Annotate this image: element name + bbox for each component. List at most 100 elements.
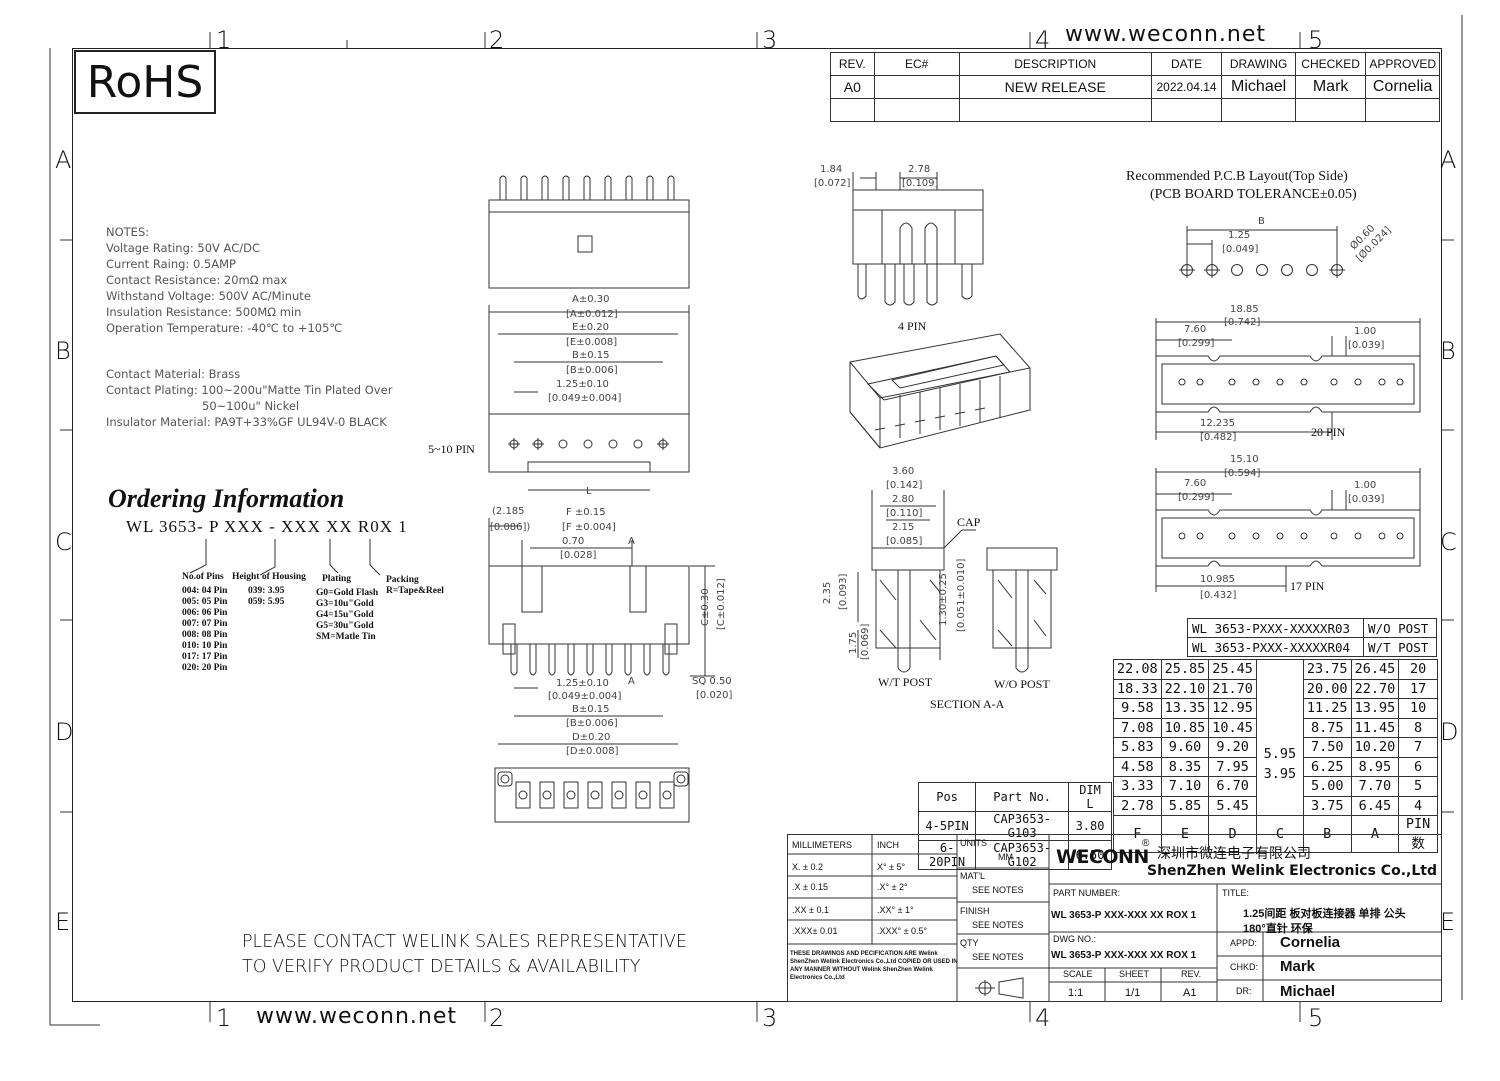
- dim-2185-inch: [0.086]): [490, 522, 530, 533]
- dim-pitch-bottom: 1.25±0.10: [556, 678, 609, 689]
- pcb20-dim-100: 1.00: [1354, 326, 1376, 337]
- pins-item: 017: 17 Pin: [182, 652, 228, 662]
- rev-label: REV.: [1181, 969, 1202, 979]
- pcb-dim-b: B: [1258, 216, 1265, 227]
- pcb-dim-125-inch: [0.049]: [1222, 244, 1259, 255]
- units-label: UNITS: [960, 838, 987, 848]
- height-item: 039: 3.95: [248, 586, 285, 596]
- dim-cell: 7.08: [1113, 717, 1162, 738]
- pcb17-dim-10985: 10.985: [1200, 574, 1235, 585]
- contact-notice: PLEASE CONTACT WELINK SALES REPRESENTATI…: [242, 930, 687, 980]
- packing-column: Packing R=Tape&Reel: [386, 575, 444, 597]
- pcb-dim-125: 1.25: [1228, 230, 1250, 241]
- notes-heading: NOTES:: [106, 225, 150, 239]
- zone-col-4-bottom: 4: [1035, 1004, 1051, 1032]
- chkd-label: CHKD:: [1230, 962, 1259, 972]
- zone-row-a: A: [55, 146, 72, 174]
- post-type: W/T POST: [1363, 637, 1437, 657]
- dim-cell: 7.50: [1302, 737, 1352, 758]
- dim-l: L: [586, 486, 592, 497]
- label-section-a-a: SECTION A-A: [930, 697, 1005, 711]
- ec-value: [873, 75, 960, 99]
- ec-header: EC#: [873, 52, 960, 76]
- material-line: 50~100u" Nickel: [202, 399, 300, 413]
- side-view-connector: [488, 518, 715, 745]
- dim-cell: 9.60: [1160, 737, 1210, 758]
- company-name-cn: 深圳市微连电子有限公司: [1157, 846, 1311, 862]
- note-line: Current Raing: 0.5AMP: [106, 257, 236, 271]
- c-value-039: 3.95: [1263, 765, 1297, 782]
- drawing-frame: [72, 48, 1442, 1002]
- website-url-bottom[interactable]: www.weconn.net: [256, 1004, 458, 1029]
- zone-col-2: 2: [489, 26, 505, 54]
- label-17-pin: 17 PIN: [1290, 579, 1325, 593]
- pcb20-dim-100-inch: [0.039]: [1348, 340, 1385, 351]
- ordering-title: Ordering Information: [108, 484, 345, 513]
- note-line: Withstand Voltage: 500V AC/Minute: [106, 289, 311, 303]
- pins-item: 007: 07 Pin: [182, 619, 228, 629]
- dim-cell: 7: [1398, 737, 1438, 758]
- dim-130-inch: [0.051±0.010]: [956, 558, 967, 632]
- dim-280: 2.80: [892, 494, 914, 505]
- dim-cell: 26.45: [1350, 659, 1400, 680]
- post-part: WL 3653-PXXX-XXXXXR03: [1186, 618, 1365, 638]
- note-line: Voltage Rating: 50V AC/DC: [106, 241, 261, 255]
- registered-mark: ®: [1142, 838, 1150, 849]
- pins-item: 020: 20 Pin: [182, 663, 228, 673]
- dim-cell: 11.25: [1302, 698, 1352, 719]
- pins-item: 008: 08 Pin: [182, 630, 228, 640]
- dim-2185: (2.185: [492, 506, 525, 517]
- pcb20-dim-760-inch: [0.299]: [1178, 338, 1215, 349]
- drawing-header: DRAWING: [1221, 52, 1296, 76]
- plating-item: G3=10u"Gold: [316, 599, 374, 609]
- label-5-10-pin: 5~10 PIN: [428, 442, 475, 456]
- revision-empty-row: [830, 98, 1440, 122]
- dim-cell: 22.70: [1350, 678, 1400, 699]
- part-number-label: PART NUMBER:: [1053, 888, 1121, 898]
- zone-row-b-right: B: [1440, 337, 1456, 365]
- tol-mm: .X ± 0.15: [792, 882, 828, 892]
- tol-header-inch: INCH: [877, 840, 899, 850]
- title-block-grid: [787, 834, 1442, 1002]
- rohs-mark: RoHS: [74, 50, 216, 114]
- ordering-code: WL 3653- P XXX - XXX XX R0X 1: [126, 517, 408, 536]
- note-line: Operation Temperature: -40℃ to +105℃: [106, 321, 343, 335]
- section-a-a-view: [857, 490, 1058, 673]
- height-item: 059: 5.95: [248, 597, 285, 607]
- dim-cell: 3.75: [1302, 795, 1352, 816]
- dim-cell: 10.20: [1350, 737, 1400, 758]
- revision-table: REV. EC# DESCRIPTION DATE DRAWING CHECKE…: [830, 52, 1440, 122]
- title-block: [787, 834, 1442, 1002]
- dim-b-inch: [B±0.006]: [566, 365, 618, 376]
- appd-value: Cornelia: [1280, 934, 1341, 951]
- rev-value: A1: [1183, 987, 1197, 999]
- packing-title: Packing: [386, 575, 419, 585]
- parts-diml: 6.50: [1068, 840, 1112, 870]
- dim-184-inch: [0.072]: [814, 178, 851, 189]
- pins-item: 005: 05 Pin: [182, 597, 228, 607]
- pcb20-dim-12235: 12.235: [1200, 418, 1235, 429]
- dim-cell: 13.35: [1160, 698, 1210, 719]
- dim-cell: 11.45: [1350, 717, 1400, 738]
- revision-header-row: REV. EC# DESCRIPTION DATE DRAWING CHECKE…: [830, 52, 1440, 76]
- zone-col-5: 5: [1308, 26, 1324, 54]
- height-title: Height of Housing: [232, 572, 306, 582]
- appd-label: APPD:: [1230, 938, 1258, 948]
- tol-mm: .XXX± 0.01: [792, 926, 838, 936]
- pins-item: 004: 04 Pin: [182, 586, 228, 596]
- dim-cell: 9.58: [1113, 698, 1162, 719]
- pcb17-dim-100-inch: [0.039]: [1348, 494, 1385, 505]
- zone-row-c: C: [55, 528, 72, 556]
- dim-sq-inch: [0.020]: [696, 690, 733, 701]
- description-header: DESCRIPTION: [958, 52, 1152, 76]
- dim-070: 0.70: [562, 536, 584, 547]
- chkd-value: Mark: [1280, 958, 1316, 975]
- height-column: Height of Housing 039: 3.95 059: 5.95: [232, 572, 306, 608]
- dim-cell: 8.35: [1160, 756, 1210, 777]
- website-url-top[interactable]: www.weconn.net: [1065, 22, 1267, 47]
